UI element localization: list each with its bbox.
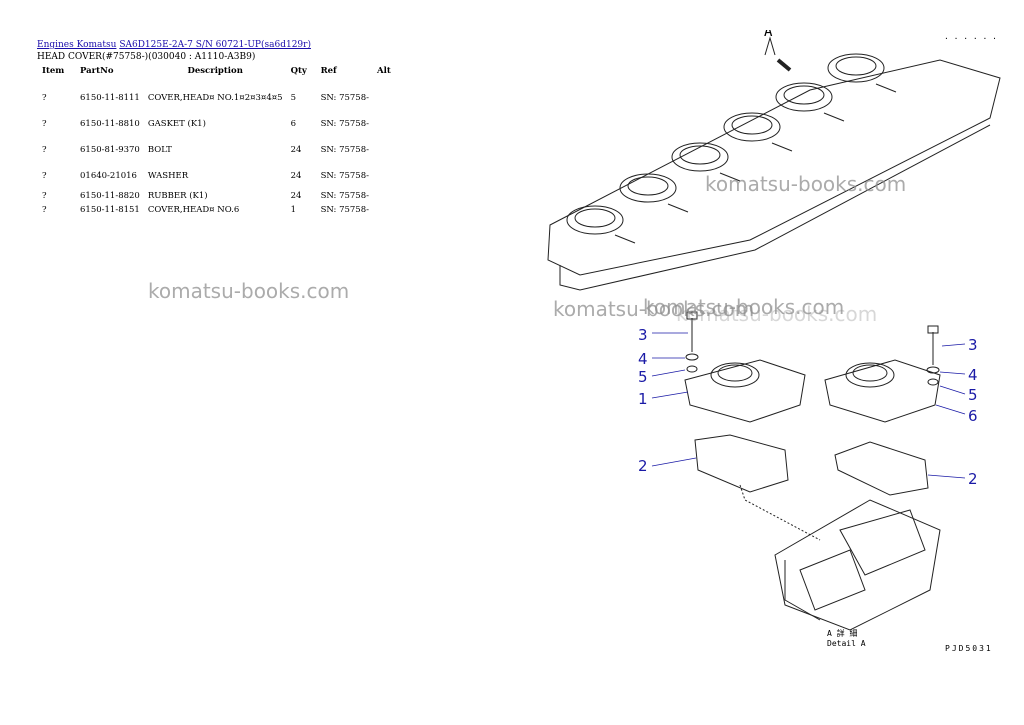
cell-description: WASHER bbox=[147, 171, 189, 181]
callout-6-right: 6 bbox=[968, 407, 978, 425]
detail-marker: A bbox=[764, 30, 773, 40]
page-subtitle: HEAD COVER(#75758-)(030040 : A1110-A3B9) bbox=[37, 52, 256, 62]
table-row: ? 6150-11-8151 COVER,HEAD¤ NO.6 1 SN: 75… bbox=[36, 203, 395, 217]
callout-3-left: 3 bbox=[638, 326, 648, 344]
callout-4-left: 4 bbox=[638, 350, 648, 368]
cell-alt bbox=[373, 85, 395, 111]
callout-5-right: 5 bbox=[968, 386, 978, 404]
cell-qty: 6 bbox=[290, 119, 296, 129]
cell-description: RUBBER (K1) bbox=[147, 191, 208, 201]
header-item: Item bbox=[42, 66, 65, 76]
callout-2-left: 2 bbox=[638, 457, 648, 475]
callouts-left: 3 4 5 1 2 bbox=[638, 326, 648, 475]
cell-alt bbox=[373, 189, 395, 203]
cell-partno: 01640-21016 bbox=[80, 171, 137, 181]
cell-item: ? bbox=[42, 119, 47, 129]
callout-2-right: 2 bbox=[968, 470, 978, 488]
cell-description: BOLT bbox=[147, 145, 172, 155]
cell-partno: 6150-11-8810 bbox=[80, 119, 140, 129]
table-row: ? 6150-11-8810 GASKET (K1) 6 SN: 75758- bbox=[36, 111, 395, 137]
cell-ref: SN: 75758- bbox=[320, 205, 369, 215]
cell-item: ? bbox=[42, 171, 47, 181]
detail-label: Detail A bbox=[827, 639, 866, 648]
cell-description: COVER,HEAD¤ NO.1¤2¤3¤4¤5 bbox=[147, 93, 283, 103]
cell-ref: SN: 75758- bbox=[320, 93, 369, 103]
callouts-right: 3 4 5 6 2 bbox=[968, 336, 978, 488]
cell-item: ? bbox=[42, 93, 47, 103]
cell-alt bbox=[373, 163, 395, 189]
cell-partno: 6150-81-9370 bbox=[80, 145, 140, 155]
cover-row bbox=[566, 53, 897, 244]
detail-label-jp: A 詳 細 bbox=[827, 628, 857, 638]
cell-qty: 1 bbox=[290, 205, 296, 215]
callout-3-right: 3 bbox=[968, 336, 978, 354]
cell-alt bbox=[373, 203, 395, 217]
cell-qty: 24 bbox=[290, 145, 302, 155]
header-partno: PartNo bbox=[80, 66, 114, 76]
header-alt: Alt bbox=[377, 66, 391, 76]
cell-qty: 24 bbox=[290, 191, 302, 201]
watermark: komatsu-books.com bbox=[553, 297, 755, 321]
callout-5-left: 5 bbox=[638, 368, 648, 386]
table-row: ? 6150-11-8111 COVER,HEAD¤ NO.1¤2¤3¤4¤5 … bbox=[36, 85, 395, 111]
watermark: komatsu-books.com bbox=[148, 279, 350, 303]
cell-item: ? bbox=[42, 191, 47, 201]
cell-alt bbox=[373, 111, 395, 137]
callout-1-left: 1 bbox=[638, 390, 648, 408]
breadcrumb-link-engines[interactable]: Engines Komatsu bbox=[37, 40, 117, 50]
corner-dots: . . . . . . bbox=[944, 32, 997, 41]
watermark: komatsu-books.com bbox=[643, 295, 845, 319]
cell-alt bbox=[373, 137, 395, 163]
cell-ref: SN: 75758- bbox=[320, 171, 369, 181]
cell-ref: SN: 75758- bbox=[320, 145, 369, 155]
watermark: komatsu-books.com bbox=[676, 302, 878, 326]
cell-description: COVER,HEAD¤ NO.6 bbox=[147, 205, 240, 215]
cell-ref: SN: 75758- bbox=[320, 119, 369, 129]
breadcrumb-link-model[interactable]: SA6D125E-2A-7 S/N 60721-UP(sa6d129r) bbox=[119, 40, 311, 50]
cell-ref: SN: 75758- bbox=[320, 191, 369, 201]
table-row: ? 6150-11-8820 RUBBER (K1) 24 SN: 75758- bbox=[36, 189, 395, 203]
cell-item: ? bbox=[42, 145, 47, 155]
figure-code: PJD5031 bbox=[945, 644, 993, 653]
parts-diagram: 3 4 5 1 2 3 4 5 6 2 A A 詳 細 Detail A PJD… bbox=[547, 30, 1001, 653]
header-qty: Qty bbox=[290, 66, 307, 76]
header-ref: Ref bbox=[320, 66, 337, 76]
table-header-row: Item PartNo Description Qty Ref Alt bbox=[36, 64, 395, 85]
watermark: komatsu-books.com bbox=[705, 172, 907, 196]
callout-4-right: 4 bbox=[968, 366, 978, 384]
cell-partno: 6150-11-8151 bbox=[80, 205, 140, 215]
parts-table: Item PartNo Description Qty Ref Alt ? 61… bbox=[36, 64, 395, 217]
table-row: ? 01640-21016 WASHER 24 SN: 75758- bbox=[36, 163, 395, 189]
header-description: Description bbox=[187, 66, 243, 76]
cell-qty: 24 bbox=[290, 171, 302, 181]
table-row: ? 6150-81-9370 BOLT 24 SN: 75758- bbox=[36, 137, 395, 163]
breadcrumb: Engines Komatsu SA6D125E-2A-7 S/N 60721-… bbox=[37, 40, 311, 50]
cell-partno: 6150-11-8820 bbox=[80, 191, 140, 201]
cell-qty: 5 bbox=[290, 93, 296, 103]
cell-partno: 6150-11-8111 bbox=[80, 93, 140, 103]
cell-description: GASKET (K1) bbox=[147, 119, 206, 129]
cell-item: ? bbox=[42, 205, 47, 215]
